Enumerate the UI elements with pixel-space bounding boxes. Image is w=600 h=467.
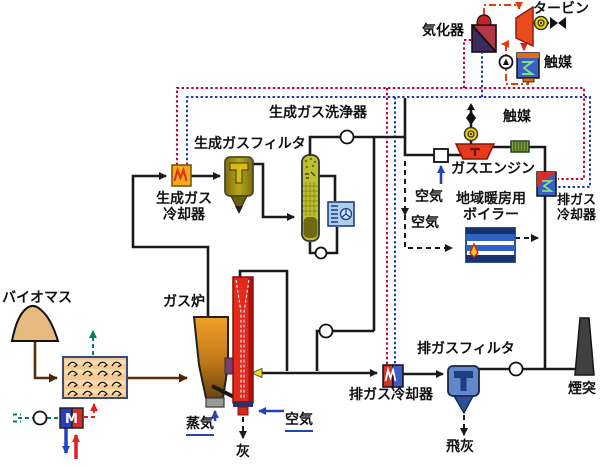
air-line-mid-arrow [401, 208, 409, 216]
gasifier-vessel [192, 316, 229, 408]
combustor-riser [232, 276, 254, 416]
vaporizer-label: 気化器 [422, 23, 464, 39]
fly-ash-label: 飛灰 [446, 439, 474, 455]
boiler-flame-icon [469, 242, 479, 258]
ash-label: 灰 [236, 444, 250, 460]
engine-generator [463, 126, 479, 142]
hot-water-return-line [186, 53, 591, 364]
product-gas-filter [224, 156, 254, 214]
exhaust-gas-cooler-bottom [382, 364, 404, 388]
dryer-heater-box: M [59, 407, 84, 429]
product-gas-scrubber-label: 生成ガス洗浄器 [269, 105, 367, 121]
product-gas-filter-label: 生成ガスフィルタ [194, 136, 306, 152]
orc-vaporizer [471, 14, 497, 53]
turbine-generator [533, 15, 549, 31]
motor-glyph: M [65, 412, 78, 427]
electricity-symbols [466, 17, 566, 125]
dryer-heat-lines [13, 330, 98, 423]
steam-label: 蒸気 [186, 416, 214, 436]
biomass-dryer [62, 356, 128, 399]
engine-catalyst [510, 140, 530, 153]
hot-water-supply-line [176, 39, 585, 364]
scrubber-water-cooler [327, 201, 355, 227]
biomass-pile [10, 304, 60, 342]
product-gas-scrubber-column [301, 154, 320, 242]
district-heating-boiler [465, 227, 516, 263]
gas-engine-label: ガスエンジン [451, 161, 535, 177]
biomass-feed-lines [33, 342, 188, 383]
exhaust-gas-filter-label: 排ガスフィルタ [417, 341, 515, 357]
biomass-label: バイオマス [2, 290, 72, 306]
catalyst-top-label: 触媒 [544, 55, 572, 71]
turbine-label: タービン [533, 1, 589, 17]
air-steam-arrows [211, 165, 445, 421]
catalyst-engine-label: 触媒 [503, 109, 531, 125]
air-engine-label: 空気 [415, 189, 443, 205]
district-heating-boiler-label: 地域暖房用 ボイラー [456, 191, 526, 223]
combustor-inlet-yellow-arrow [251, 367, 263, 379]
exhaust-gas-filter [447, 365, 480, 415]
product-gas-cooler-label: 生成ガス 冷却器 [156, 191, 212, 223]
dashed-flue-air-lines [239, 161, 539, 439]
gas-furnace-label: ガス炉 [163, 294, 205, 310]
stack-chimney [574, 317, 595, 376]
air-boiler-label: 空気 [411, 215, 439, 231]
air-mixing-valve [433, 148, 449, 163]
orc-turbine [515, 5, 534, 48]
orc-pump-rotor [503, 58, 509, 65]
exhaust-gas-cooler-bottom-label: 排ガス冷却器 [349, 387, 433, 403]
exhaust-gas-cooler-right [536, 171, 557, 197]
exhaust-gas-cooler-right-label: 排ガス 冷却器 [557, 193, 597, 223]
stack-label: 煙突 [568, 381, 596, 397]
orc-catalyst-box [516, 52, 540, 83]
air-combustor-label: 空気 [285, 412, 313, 432]
gas-engine [454, 143, 496, 160]
product-gas-cooler [171, 164, 192, 187]
